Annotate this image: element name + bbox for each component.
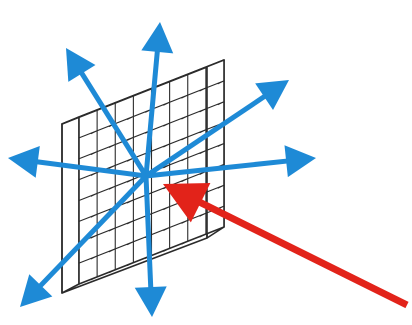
arrow-head xyxy=(255,80,289,111)
arrow-shaft xyxy=(78,70,149,178)
diffuser-panel-icon xyxy=(61,59,225,294)
grid-depth-tick xyxy=(163,227,171,231)
grid-depth-tick xyxy=(181,136,189,141)
arrow-head xyxy=(66,48,96,82)
grid-depth-tick xyxy=(163,122,171,127)
grid-depth-tick xyxy=(199,129,207,134)
grid-depth-tick xyxy=(90,130,98,135)
grid-depth-tick xyxy=(126,178,134,183)
panel-left-side xyxy=(61,116,80,294)
grid-depth-tick xyxy=(108,227,116,232)
arrow-head xyxy=(20,274,53,307)
grid-depth-tick xyxy=(181,115,189,120)
panel-front-outline xyxy=(61,66,208,294)
grid-depth-tick xyxy=(217,80,225,85)
grid-depth-tick xyxy=(108,248,116,253)
grid-depth-tick xyxy=(126,241,134,246)
grid-depth-tick xyxy=(181,94,189,99)
grid-depth-tick xyxy=(181,157,189,162)
arrow-head xyxy=(134,286,167,317)
grid-depth-tick xyxy=(108,185,116,190)
reflected-arrow-icon xyxy=(141,22,174,177)
grid-depth-tick xyxy=(126,262,134,267)
grid-depth-tick xyxy=(199,212,207,217)
grid-depth-tick xyxy=(90,276,98,281)
grid-depth-tick xyxy=(199,108,207,113)
grid-depth-tick xyxy=(126,136,134,141)
grid-depth-tick xyxy=(90,213,98,218)
grid-depth-tick xyxy=(217,184,225,189)
reflected-arrow-icon xyxy=(20,174,148,307)
arrow-shaft xyxy=(145,158,289,179)
arrow-shaft xyxy=(35,159,147,179)
grid-depth-tick xyxy=(163,206,171,211)
grid-depth-tick xyxy=(181,178,189,183)
arrow-shaft xyxy=(37,174,148,289)
grid-depth-tick xyxy=(126,199,134,204)
arrow-head xyxy=(163,182,211,223)
incident-arrow-icon xyxy=(163,182,409,309)
arrow-head xyxy=(141,22,174,54)
grid-depth-tick xyxy=(126,116,134,120)
grid-depth-tick xyxy=(90,192,98,197)
arrow-head xyxy=(8,146,40,178)
grid-depth-tick xyxy=(108,269,116,274)
grid-depth-tick xyxy=(90,151,98,156)
grid-depth-tick xyxy=(181,240,189,245)
grid-depth-tick xyxy=(108,164,116,169)
grid-depth-tick xyxy=(163,143,171,148)
reflected-arrow-icon xyxy=(66,48,149,178)
grid-depth-tick xyxy=(217,101,225,106)
panel-grid-lines xyxy=(78,66,225,281)
reflected-arrow-icon xyxy=(8,146,147,179)
arrow-shaft xyxy=(143,175,154,290)
grid-depth-tick xyxy=(90,172,98,176)
grid-depth-tick xyxy=(163,101,171,106)
arrow-shaft xyxy=(144,93,268,179)
reflected-arrow-icon xyxy=(145,145,316,179)
reflected-arrows xyxy=(8,22,316,317)
grid-depth-tick xyxy=(163,164,171,169)
grid-depth-tick xyxy=(90,234,98,239)
grid-depth-tick xyxy=(199,87,207,92)
grid-depth-tick xyxy=(181,219,189,224)
grid-depth-tick xyxy=(126,220,134,225)
grid-depth-tick xyxy=(199,150,207,155)
arrow-shaft xyxy=(197,198,409,309)
grid-depth-tick xyxy=(90,255,98,260)
grid-depth-tick xyxy=(163,247,171,252)
arrow-shaft xyxy=(143,49,160,177)
arrow-head xyxy=(284,145,316,178)
incident-arrow-icon xyxy=(163,182,409,309)
grid-depth-tick xyxy=(217,143,225,147)
grid-depth-tick xyxy=(217,226,225,231)
grid-depth-tick xyxy=(199,233,207,238)
reflected-arrow-icon xyxy=(134,175,167,317)
reflected-arrow-icon xyxy=(144,80,289,179)
grid-depth-tick xyxy=(108,144,116,148)
